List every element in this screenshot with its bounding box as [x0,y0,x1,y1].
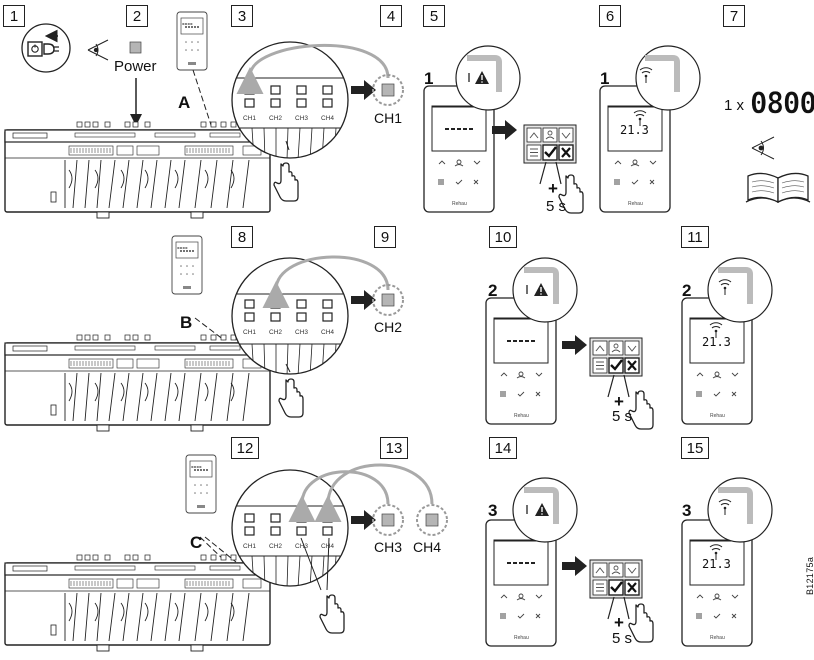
sequence-number: 3 [682,501,692,520]
power-led-icon [129,41,142,54]
power-plug-icon [21,23,71,73]
sequence-number: 2 [488,281,498,300]
sequence-number: 1 [600,69,610,88]
ch3-small-label: CH3 [295,115,309,122]
plus-sign: + [614,392,624,411]
eye-icon [751,136,775,160]
thermostat-b-label: B [180,313,193,332]
zoom-channel-squares-1 [244,85,333,108]
sequence-number: 3 [488,501,498,520]
row-1-group [4,11,811,219]
ch2-small-label: CH2 [269,329,283,336]
temperature-readout: 21.3 [620,123,649,137]
ch4-small-label: CH4 [321,329,335,336]
ch4-small-label: CH4 [321,115,335,122]
ch3-small-label: CH3 [295,329,309,336]
step-12-box: 12 [231,437,259,459]
temperature-readout: 21.3 [702,557,731,571]
selected-channel-label: CH1 [374,110,403,126]
thermostat-a-label: A [178,93,191,112]
step-10-box: 10 [489,226,517,248]
thermostat-dashes: ---- [177,243,188,252]
step-7-box: 7 [723,5,745,27]
row-3-group [4,454,773,652]
step-13-box: 13 [380,437,408,459]
thermostat-dashes: ---- [191,462,202,471]
row-2-group [4,235,773,432]
step-5-box: 5 [423,5,445,27]
temperature-readout: 21.3 [702,335,731,349]
ch1-small-label: CH1 [243,543,257,550]
step-8-box: 8 [231,226,253,248]
display-time-digits: 0800 [750,86,814,120]
power-label: Power [114,58,157,75]
step-1-box: 1 [3,5,25,27]
step-11-box: 11 [681,226,709,248]
step-6-box: 6 [599,5,621,27]
step-4-box: 4 [380,5,402,27]
step-2-box: 2 [126,5,148,27]
selected-channel-label: CH4 [413,539,442,555]
ch1-small-label: CH1 [243,329,257,336]
plus-sign: + [614,613,624,632]
selected-channel-label: CH2 [374,319,403,335]
sequence-number: 1 [424,69,434,88]
ch1-small-label: CH1 [243,115,257,122]
ch2-small-label: CH2 [269,115,283,122]
hold-duration-label: 5 s [612,630,633,647]
repeat-count-label: 1 x [724,97,745,114]
document-code: B12175a [805,556,814,595]
book-icon [745,172,811,204]
eye-icon [87,39,109,61]
thermostat-dashes: ---- [182,19,193,28]
ch3-small-label: CH3 [295,543,309,550]
ch2-small-label: CH2 [269,543,283,550]
step-3-box: 3 [231,5,253,27]
step-14-box: 14 [489,437,517,459]
step-9-box: 9 [374,226,396,248]
hold-duration-label: 5 s [612,408,633,425]
thermostat-c-label: C [190,533,203,552]
selected-channel-label: CH3 [374,539,403,555]
hold-duration-label: 5 s [546,198,567,215]
ch4-small-label: CH4 [321,543,335,550]
step-15-box: 15 [681,437,709,459]
sequence-number: 2 [682,281,692,300]
plus-sign: + [548,179,558,198]
